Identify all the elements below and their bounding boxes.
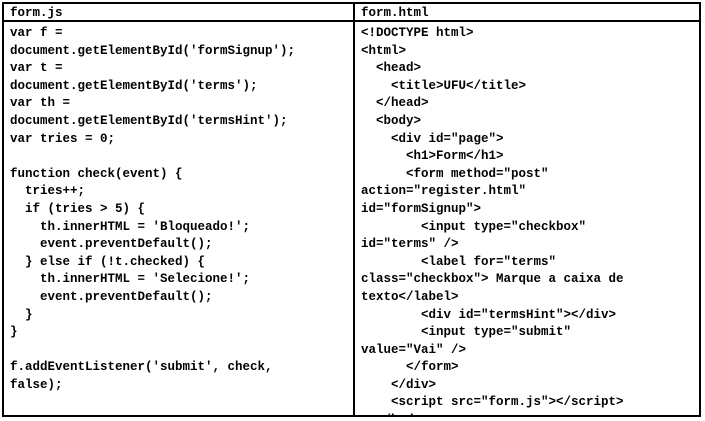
code-line: var th =	[10, 96, 71, 111]
code-line: <label for="terms"	[361, 254, 557, 269]
code-line: <!DOCTYPE html>	[361, 26, 474, 40]
pane-title-form-html: form.html	[355, 4, 699, 22]
code-line: action="register.html"	[361, 184, 527, 199]
code-line: th.innerHTML = 'Selecione!';	[10, 272, 251, 287]
pane-form-html: form.html <!DOCTYPE html> <html> <head> <…	[355, 4, 699, 415]
code-line: </head>	[361, 96, 429, 111]
code-line: <div id="page">	[361, 131, 504, 146]
code-line: }	[10, 307, 33, 322]
code-line: id="terms" />	[361, 237, 459, 252]
pane-form-js: form.js var f = document.getElementById('…	[4, 4, 355, 415]
code-line: <div id="termsHint"></div>	[361, 307, 617, 322]
code-line: f.addEventListener('submit', check,	[10, 360, 273, 375]
code-line: <form method="post"	[361, 166, 549, 181]
code-line: th.innerHTML = 'Bloqueado!';	[10, 219, 251, 234]
code-line: var f =	[10, 26, 63, 40]
code-line: id="formSignup">	[361, 201, 482, 216]
code-line: <script src="form.js"></script>	[361, 395, 624, 410]
code-line: if (tries > 5) {	[10, 201, 146, 216]
pane-title-form-js: form.js	[4, 4, 353, 22]
code-line: event.preventDefault();	[10, 289, 213, 304]
code-line: }	[10, 325, 18, 340]
code-line: <html>	[361, 43, 407, 58]
code-listing-frame: form.js var f = document.getElementById('…	[2, 2, 701, 417]
code-line: class="checkbox"> Marque a caixa de	[361, 272, 624, 287]
code-line: <h1>Form</h1>	[361, 149, 504, 164]
code-line: value="Vai" />	[361, 342, 467, 357]
code-line: document.getElementById('terms');	[10, 78, 258, 93]
code-line: document.getElementById('formSignup');	[10, 43, 296, 58]
code-line: </form>	[361, 360, 459, 375]
code-line: function check(event) {	[10, 166, 183, 181]
code-body-form-html: <!DOCTYPE html> <html> <head> <title>UFU<…	[355, 22, 699, 415]
code-line: </div>	[361, 377, 437, 392]
code-line: } else if (!t.checked) {	[10, 254, 206, 269]
code-line: <input type="submit"	[361, 325, 572, 340]
code-line: <head>	[361, 61, 422, 76]
code-line: document.getElementById('termsHint');	[10, 113, 288, 128]
code-line: <body>	[361, 113, 422, 128]
code-line: <title>UFU</title>	[361, 78, 527, 93]
code-line: texto</label>	[361, 289, 459, 304]
code-line: </body>	[361, 412, 699, 415]
code-line: tries++;	[10, 184, 86, 199]
code-line	[10, 342, 353, 360]
code-line: var tries = 0;	[10, 131, 116, 146]
code-line: var t =	[10, 61, 63, 76]
code-line: false);	[10, 377, 63, 392]
code-line	[10, 148, 353, 166]
code-line: event.preventDefault();	[10, 237, 213, 252]
code-body-form-js: var f = document.getElementById('formSign…	[4, 22, 353, 415]
code-line: <input type="checkbox"	[361, 219, 587, 234]
